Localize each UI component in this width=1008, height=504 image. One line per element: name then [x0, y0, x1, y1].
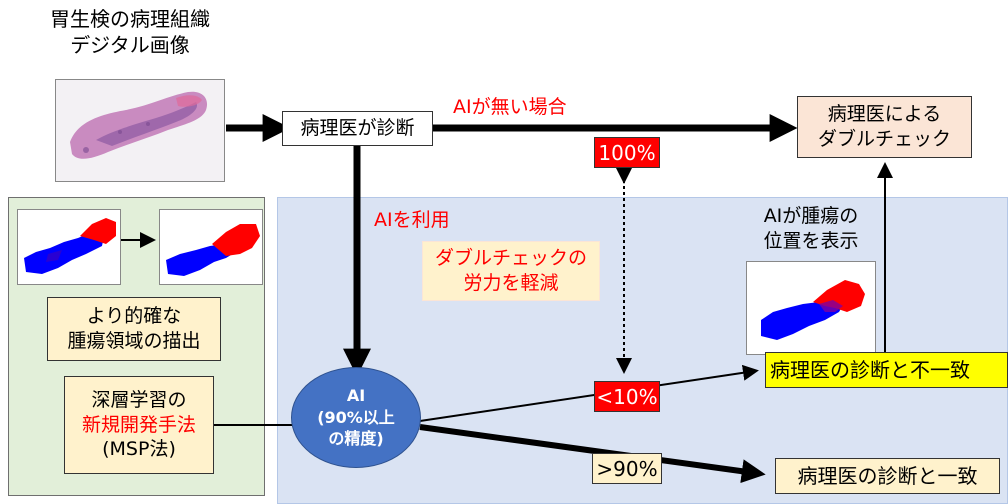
tumor-location-line2: 位置を表示	[763, 229, 859, 252]
new-method-box: 深層学習の 新規開発手法 (MSP法)	[64, 376, 214, 474]
accurate-delineation-box: より的確な 腫瘍領域の描出	[47, 297, 221, 361]
reduce-effort-box: ダブルチェックの 労力を軽減	[422, 241, 600, 301]
reduce-effort-line1: ダブルチェックの	[434, 247, 587, 270]
method-line1: 深層学習の	[91, 388, 187, 411]
method-line2: 新規開発手法	[81, 413, 196, 436]
tumor-map-before	[17, 209, 121, 285]
pathologist-diagnosis-node: 病理医が診断	[282, 111, 433, 146]
double-check-line2: ダブルチェック	[817, 128, 951, 150]
double-check-line1: 病理医による	[827, 103, 942, 126]
mismatch-node: 病理医の診断と不一致	[765, 352, 1008, 388]
ai-node-line3: の精度)	[328, 429, 384, 449]
ai-node-line2: (90%以上	[317, 407, 395, 427]
histology-slide-image	[55, 79, 225, 182]
double-check-node: 病理医による ダブルチェック	[797, 96, 972, 158]
arrow-ai-to-mismatch	[419, 364, 759, 422]
no-ai-label: AIが無い場合	[453, 96, 567, 118]
match-node: 病理医の診断と一致	[775, 458, 1000, 494]
pathologist-diagnosis-label: 病理医が診断	[300, 117, 415, 140]
accurate-line2: 腫瘍領域の描出	[67, 330, 201, 352]
arrow-ai-to-match	[419, 424, 766, 484]
image-title-line1: 胃生検の病理組織	[50, 7, 210, 31]
ai-node: AI (90%以上 の精度)	[291, 367, 421, 468]
match-label: 病理医の診断と一致	[797, 464, 978, 488]
accurate-line1: より的確な	[86, 305, 182, 328]
tumor-map-large	[746, 261, 876, 355]
use-ai-label: AIを利用	[374, 209, 450, 231]
tumor-map-after	[159, 209, 263, 285]
mismatch-label: 病理医の診断と不一致	[770, 358, 970, 382]
pct-100-badge: 100%	[594, 137, 660, 168]
image-title: 胃生検の病理組織 デジタル画像	[20, 6, 240, 58]
tumor-location-caption: AIが腫瘍の 位置を表示	[736, 204, 886, 253]
image-title-line2: デジタル画像	[70, 33, 190, 57]
method-line3: (MSP法)	[102, 438, 176, 461]
tumor-location-line1: AIが腫瘍の	[763, 205, 859, 227]
reduce-effort-line2: 労力を軽減	[463, 272, 559, 294]
pct-gt90-badge: >90%	[592, 453, 662, 484]
ai-node-line1: AI	[346, 386, 366, 406]
pct-lt10-badge: <10%	[594, 381, 660, 412]
